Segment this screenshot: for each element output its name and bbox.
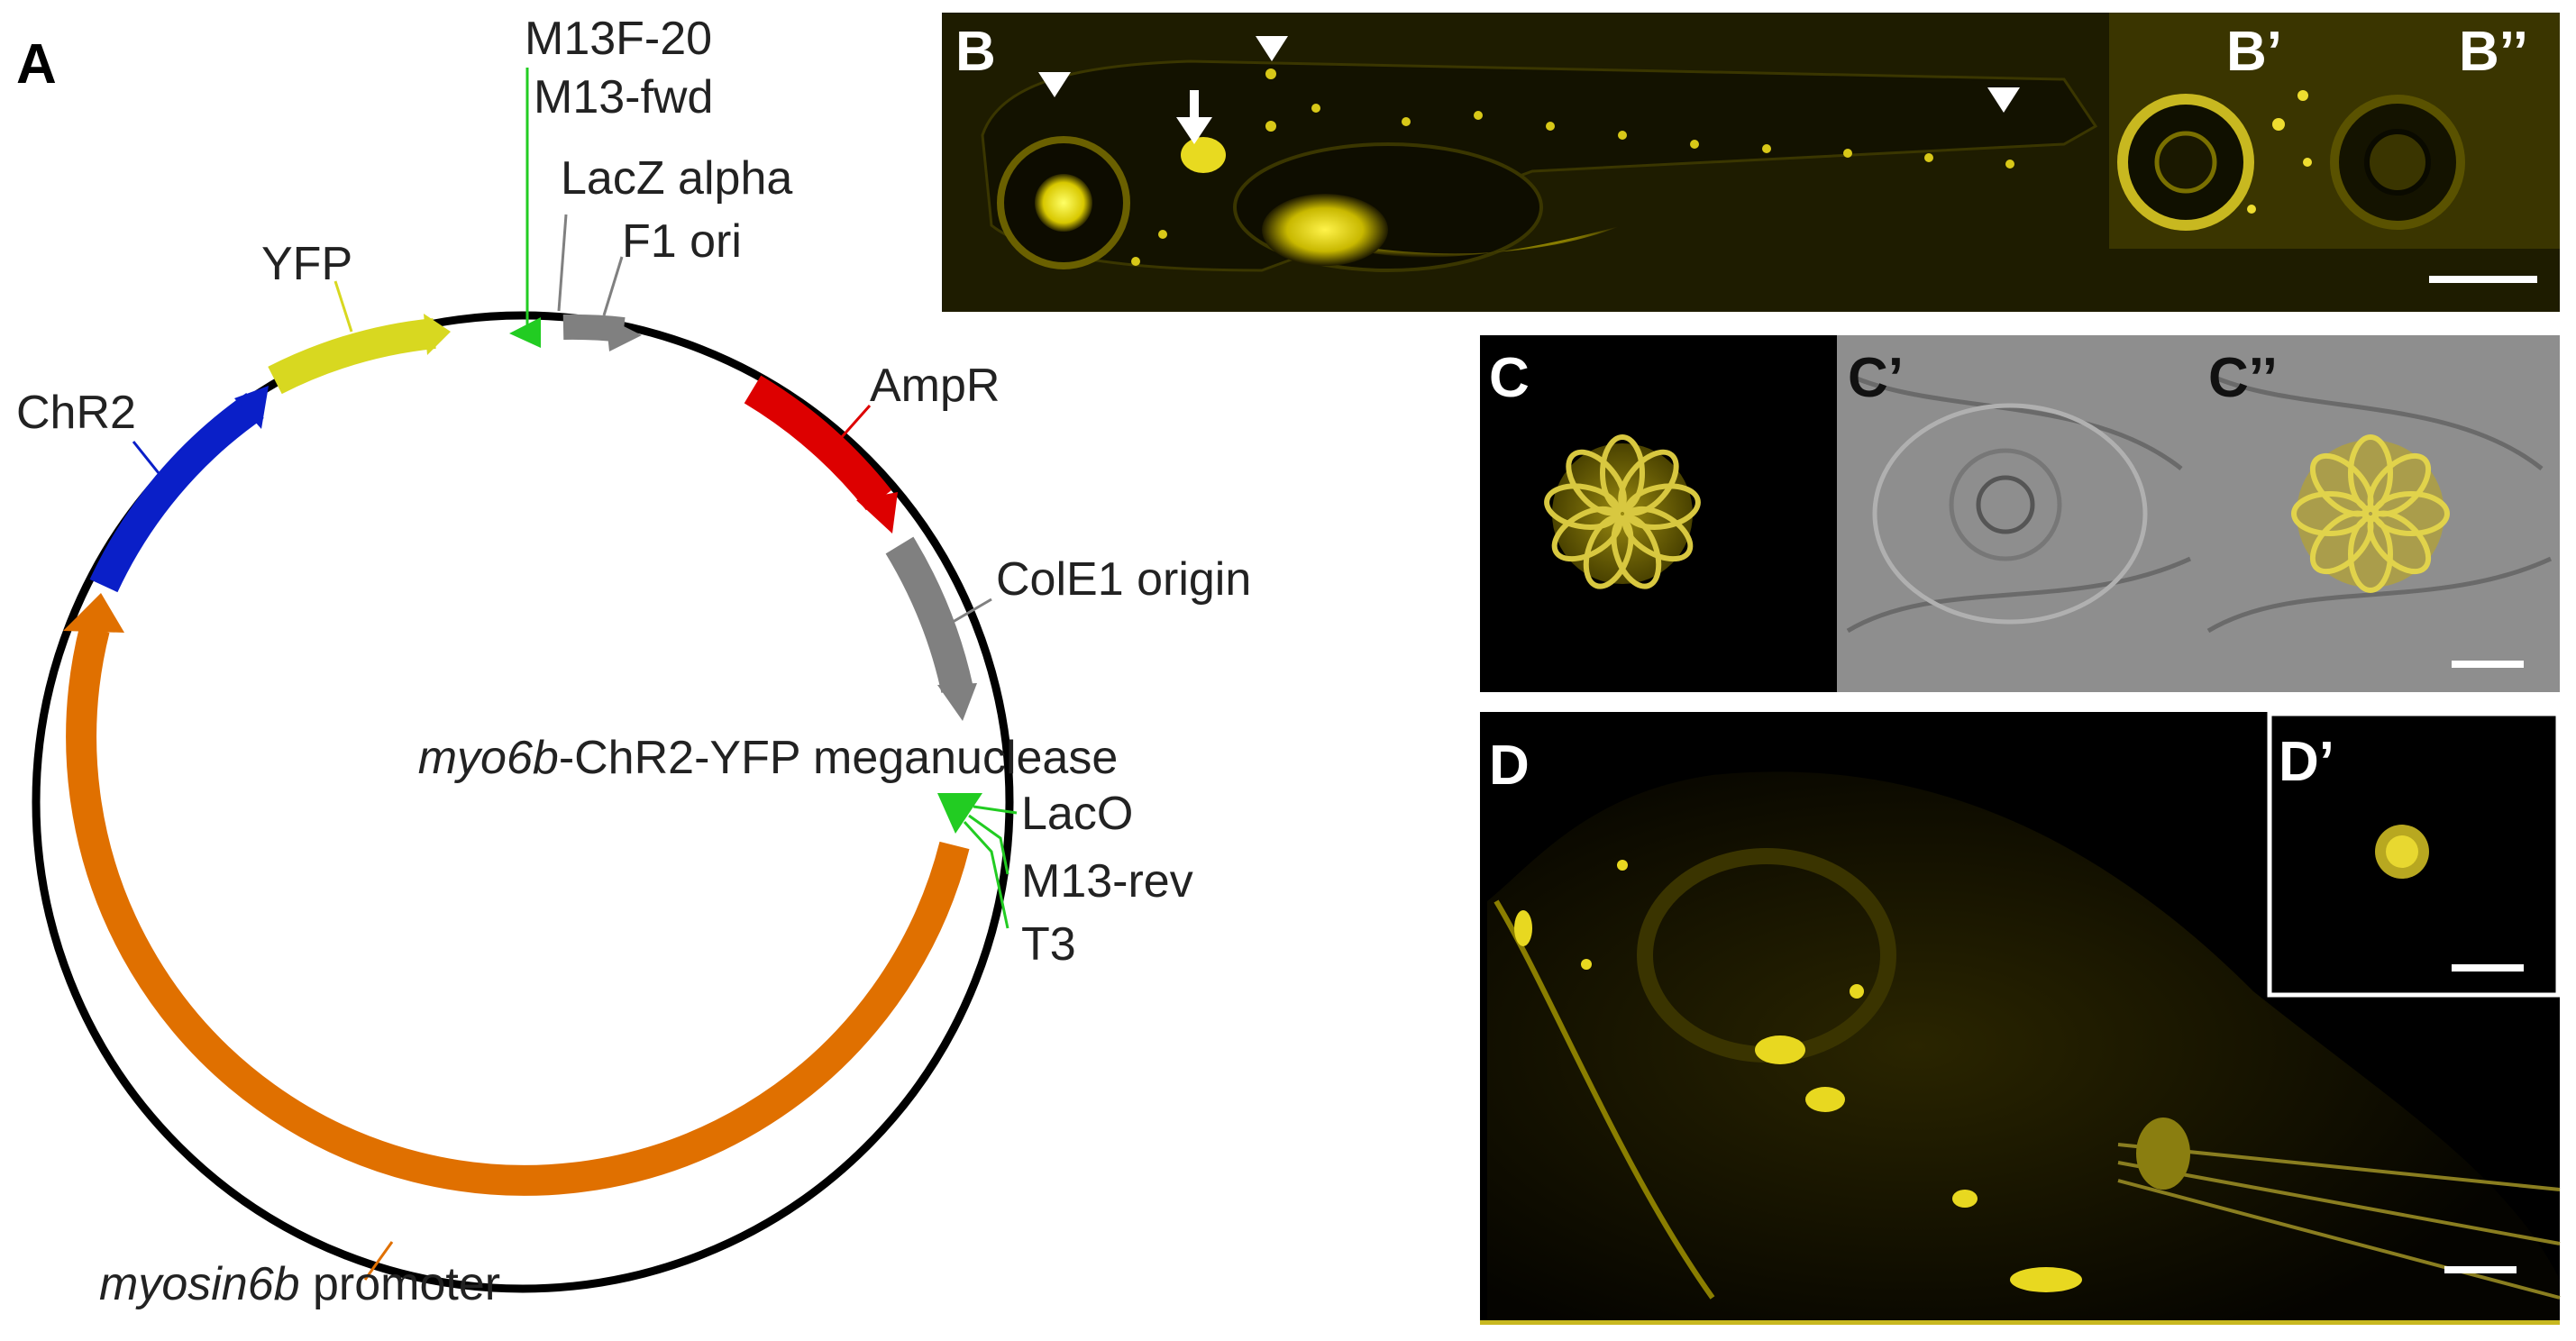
arrow-shaft: [1190, 90, 1199, 123]
d1-rosette-core: [2386, 835, 2418, 868]
promoter-leader: [363, 1241, 394, 1281]
cole1-feature: [885, 536, 973, 693]
panel-label-C2: C’’: [2208, 347, 2278, 409]
yfp-leader: [333, 280, 353, 333]
label-t3: T3: [1021, 918, 1076, 971]
label-promoter: myosin6b promoter: [99, 1258, 500, 1310]
arrow-head: [1176, 117, 1212, 144]
yfp-feature: [268, 318, 436, 395]
f1ori-arrowhead: [606, 317, 642, 351]
promoter-italic: myosin6b: [99, 1258, 300, 1310]
panel-label-A: A: [16, 33, 57, 96]
label-cole1: ColE1 origin: [996, 553, 1251, 606]
scale-bar-c: [2452, 661, 2524, 668]
c2-overlay-rosette: [2291, 434, 2450, 593]
plasmid-name-rest: -ChR2-YFP meganuclease: [559, 732, 1118, 784]
chr2-leader: [132, 441, 164, 479]
hair-cell-rosette: [1544, 434, 1701, 589]
b1-lens: [2154, 131, 2217, 194]
label-laco: LacO: [1021, 788, 1133, 840]
plasmid-name-italic: myo6b: [418, 732, 559, 784]
larva-lens: [1035, 174, 1092, 232]
pectoral-fin-rays: [2117, 1143, 2561, 1300]
panel-label-C: C: [1489, 347, 1530, 409]
yfp-arrowhead: [424, 314, 451, 355]
neuromast-dots: [1131, 68, 2014, 266]
plasmid-map: A: [16, 13, 1251, 1310]
panel-d-bottom-edge: [1480, 1320, 2560, 1325]
cole1-leader: [936, 598, 992, 633]
scale-bar-b: [2429, 276, 2537, 283]
label-ampr: AmpR: [870, 360, 1000, 412]
label-m13fwd: M13-fwd: [534, 71, 713, 123]
arrowhead-marker-1: [1038, 72, 1071, 97]
gut-fluorescence: [1262, 194, 1388, 266]
panel-label-B1: B’: [2226, 21, 2282, 83]
adult-neuromast-patches: [1514, 860, 2190, 1292]
label-yfp: YFP: [261, 238, 352, 290]
promoter-feature: [66, 625, 970, 1196]
arrowhead-marker-2: [1256, 36, 1288, 61]
laco-leader: [973, 805, 1018, 815]
panel-label-B: B: [955, 21, 996, 83]
otic-fluorescence: [1181, 137, 1226, 173]
arrowhead-marker-3: [1987, 87, 2020, 113]
promoter-arrowhead: [63, 593, 124, 633]
c1-texture: [1846, 376, 2192, 634]
m13rev-leader: [968, 814, 1009, 875]
lacz-leader: [557, 214, 568, 312]
panel-label-C1: C’: [1848, 347, 1904, 409]
b2-lens: [2364, 129, 2431, 196]
panel-c: C C’ C’’: [1480, 335, 2560, 692]
panel-c1-image: [1837, 335, 2197, 692]
label-lacz: LacZ alpha: [561, 152, 792, 205]
t3-leader: [963, 820, 1009, 929]
c2-texture: [2206, 376, 2553, 634]
laco-arrowhead: [937, 793, 982, 834]
panel-d: D D’: [1480, 711, 2561, 1325]
ampr-leader: [832, 405, 872, 447]
panel-label-B2: B’’: [2459, 21, 2528, 83]
label-m13rev: M13-rev: [1021, 855, 1193, 908]
scale-bar-d1: [2452, 964, 2524, 972]
cole1-arrowhead: [937, 683, 977, 721]
label-chr2: ChR2: [16, 387, 136, 439]
panel-label-D1: D’: [2279, 731, 2334, 793]
ampr-feature: [744, 375, 892, 511]
panel-b: B B’ B’’: [942, 13, 2560, 312]
label-f1ori: F1 ori: [622, 215, 742, 268]
chr2-arrowhead: [234, 386, 269, 429]
promoter-rest: promoter: [300, 1258, 501, 1310]
plasmid-backbone: [32, 311, 1014, 1293]
m13f-primer: [509, 317, 541, 348]
panel-label-D: D: [1489, 734, 1530, 797]
plasmid-name: myo6b-ChR2-YFP meganuclease: [418, 732, 1119, 784]
f1ori-leader: [602, 256, 624, 316]
scale-bar-d: [2444, 1266, 2517, 1273]
chr2-feature: [89, 393, 264, 593]
label-m13f20: M13F-20: [525, 13, 712, 65]
adult-head: [1487, 771, 2560, 1320]
ampr-arrowhead: [856, 492, 898, 534]
